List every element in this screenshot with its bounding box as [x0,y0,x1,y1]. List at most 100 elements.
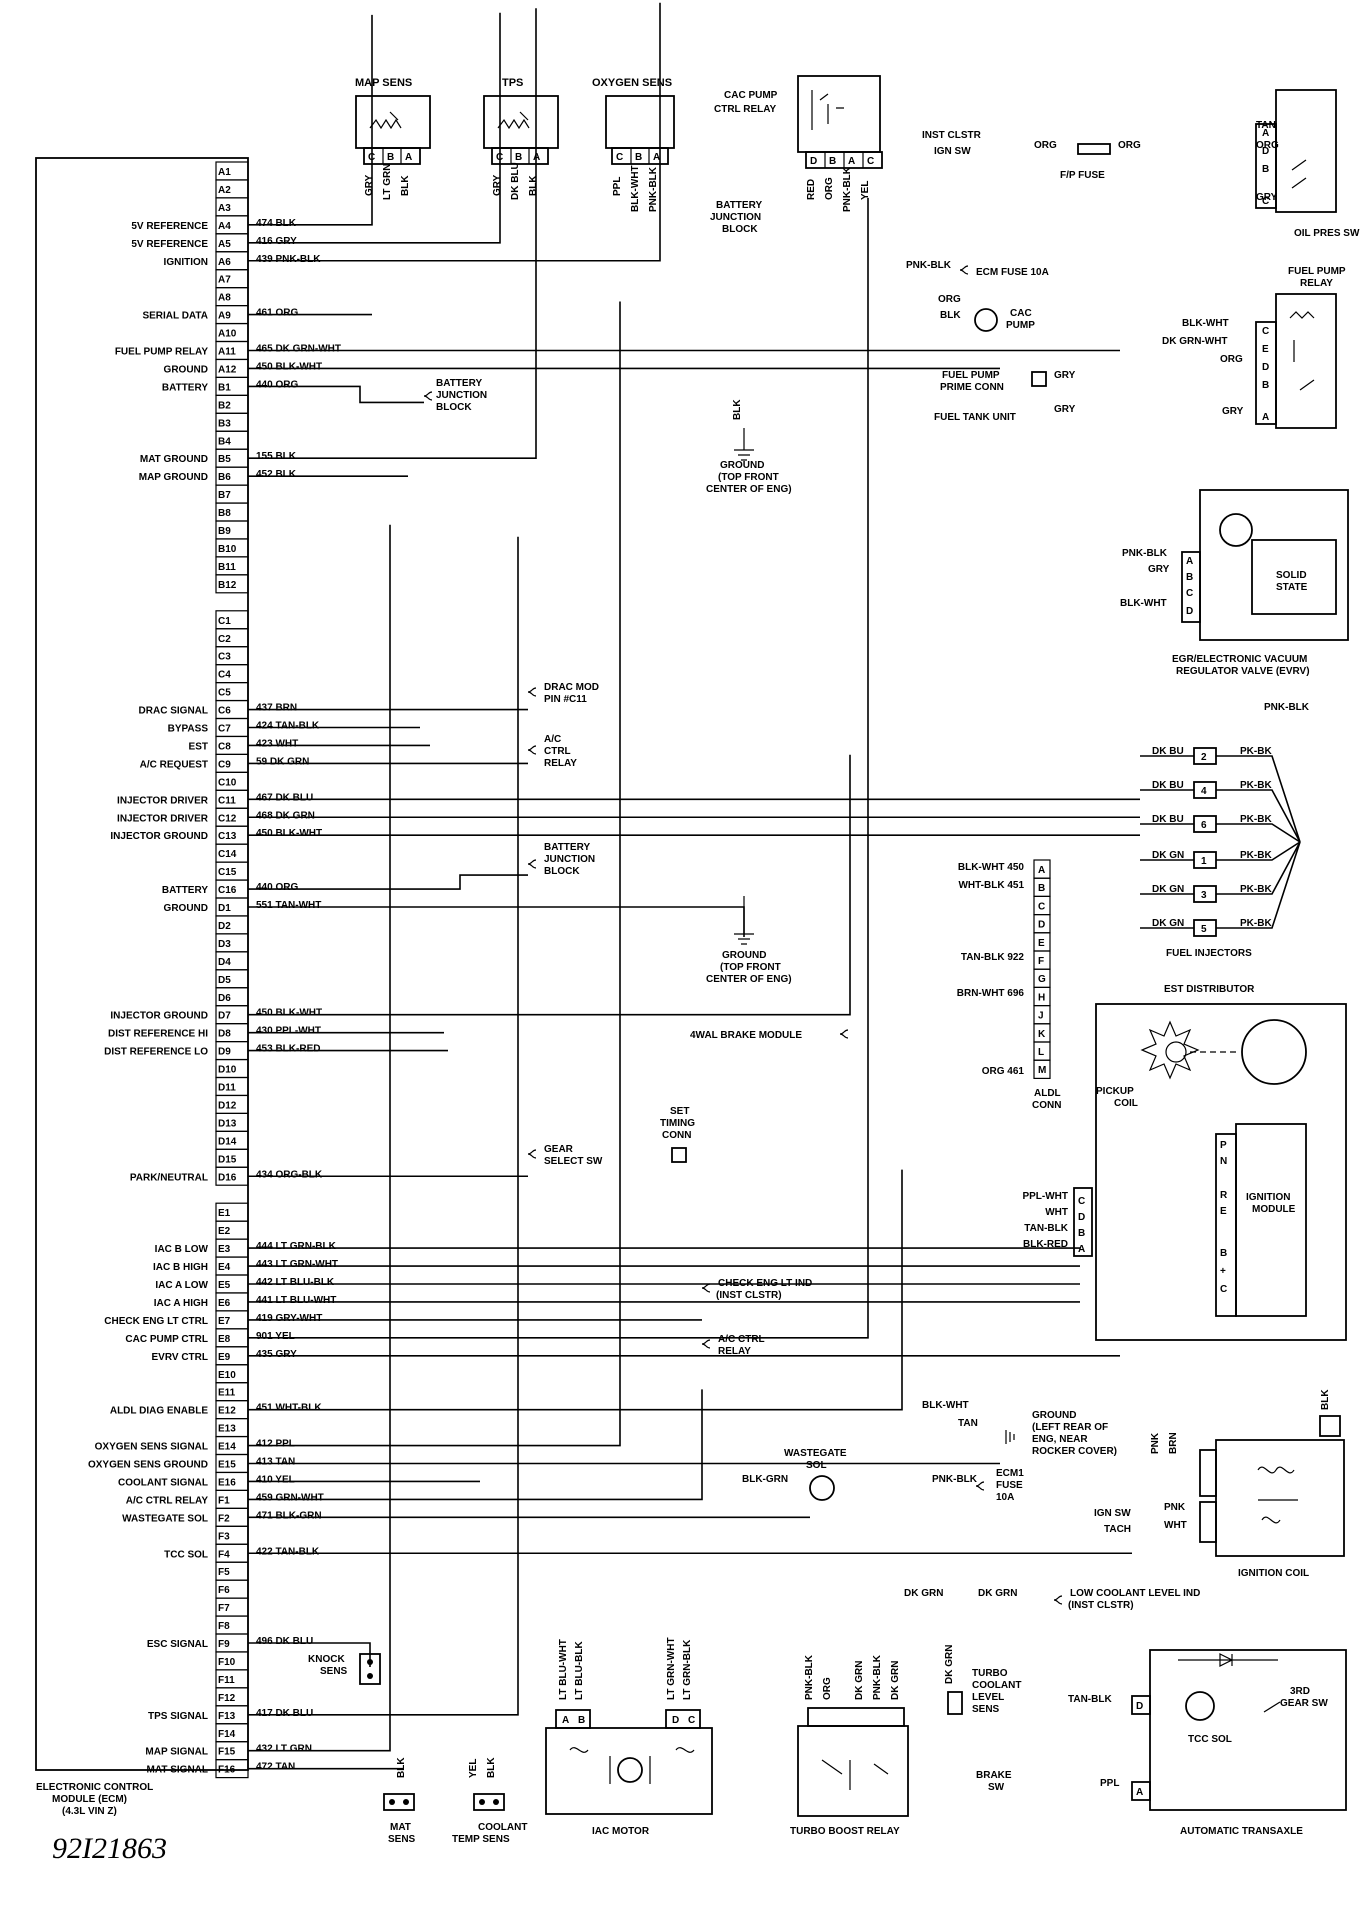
injector-wire-left: DK BU [1152,814,1184,825]
ign-module-pin: P [1220,1140,1227,1151]
svg-text:BLK-WHT: BLK-WHT [922,1400,969,1411]
ecm-wire-label: 424 TAN-BLK [256,721,320,732]
svg-text:PICKUP: PICKUP [1096,1086,1134,1097]
svg-text:LT GRN-WHT: LT GRN-WHT [666,1637,677,1700]
ecm-wire-label: 435 GRY [256,1349,297,1360]
ecm-function-label: GROUND [164,364,208,375]
svg-text:BLK-GRN: BLK-GRN [742,1474,788,1485]
ecm-wire-label: 417 DK BLU [256,1708,313,1719]
ecm-function-label: A/C CTRL RELAY [126,1495,209,1506]
ecm-wire-label: 423 WHT [256,738,298,749]
ecm-pin: C2 [218,634,231,645]
aldl-pin: G [1038,974,1046,985]
ecm-pin: D6 [218,993,231,1004]
aldl-wire-label: TAN-BLK 922 [961,952,1025,963]
ecm-pin: E8 [218,1334,231,1345]
injector-wire-right: PK-BK [1240,850,1272,861]
ecm-pin: F16 [218,1765,236,1776]
svg-text:RED: RED [806,179,817,200]
ecm-pin: F7 [218,1603,230,1614]
aldl-wire-label: BLK-WHT 450 [958,862,1025,873]
ecm-pin: C10 [218,777,237,788]
svg-text:BLK: BLK [486,1757,497,1778]
ecm-function-label: IAC A LOW [155,1280,208,1291]
svg-text:KNOCK: KNOCK [308,1654,345,1665]
svg-text:D: D [1136,1701,1143,1712]
battery-junction-block-cac: BATTERY JUNCTION BLOCK [710,200,762,235]
ecm-function-label: COOLANT SIGNAL [118,1477,208,1488]
svg-text:PNK: PNK [1164,1502,1186,1513]
svg-text:DK GRN-WHT: DK GRN-WHT [1162,336,1228,347]
wires [248,2,1140,1770]
svg-text:(TOP FRONT: (TOP FRONT [720,962,781,973]
ecm-pin: B5 [218,454,231,465]
svg-text:TACH: TACH [1104,1524,1131,1535]
svg-text:C: C [1262,326,1269,337]
svg-text:GRY: GRY [1054,404,1076,415]
svg-text:WASTEGATE: WASTEGATE [784,1448,847,1459]
svg-text:FUSE: FUSE [996,1480,1023,1491]
injector-wire-left: DK GN [1152,918,1184,929]
ecm-function-label: IAC B HIGH [153,1262,208,1273]
ecm-pin: C7 [218,724,231,735]
lower-mid-connectors: SET TIMING CONN GEAR SELECT SW CHECK ENG… [527,1106,812,1357]
est-distributor: EST DISTRIBUTOR PICKUP COIL IGNITION MOD… [1073,984,1347,1341]
svg-text:LT GRN: LT GRN [382,164,393,200]
injector-number: 4 [1201,786,1207,797]
ecm-wire-label: 422 TAN-BLK [256,1546,320,1557]
ecm-pin: F1 [218,1495,230,1506]
svg-text:(INST CLSTR): (INST CLSTR) [1068,1600,1134,1611]
svg-text:ECM FUSE 10A: ECM FUSE 10A [976,267,1049,278]
ecm-title: MODULE (ECM) [52,1794,127,1805]
svg-text:F/P FUSE: F/P FUSE [1060,170,1105,181]
ecm-pin: A8 [218,293,231,304]
svg-text:A: A [848,156,855,167]
ecm-pin: D12 [218,1100,237,1111]
ecm-wire-label: 437 BRN [256,703,297,714]
aldl-pin: M [1038,1065,1046,1076]
ecm-function-label: A/C REQUEST [140,759,208,770]
svg-text:PPL: PPL [612,177,623,196]
svg-text:DK GRN: DK GRN [854,1661,865,1700]
svg-text:RELAY: RELAY [718,1346,751,1357]
ecm-pin: F15 [218,1747,236,1758]
ecm-function-label: INJECTOR GROUND [110,1011,208,1022]
svg-text:4WAL BRAKE MODULE: 4WAL BRAKE MODULE [690,1030,802,1041]
ecm-function-label: MAT SIGNAL [147,1765,208,1776]
svg-text:LOW COOLANT LEVEL IND: LOW COOLANT LEVEL IND [1070,1588,1200,1599]
ign-module-pin: C [1078,1196,1085,1207]
ecm-function-label: MAP GROUND [139,472,208,483]
ecm-pin: D11 [218,1083,236,1094]
svg-text:C: C [688,1715,695,1726]
svg-text:DK GRN: DK GRN [944,1645,955,1684]
svg-text:C: C [1262,196,1269,207]
ecm-pin: F2 [218,1513,230,1524]
ecm-pin: E9 [218,1352,231,1363]
svg-text:JUNCTION: JUNCTION [710,212,761,223]
map-sens-label: MAP SENS [355,77,412,89]
ecm-pin: A7 [218,275,231,286]
ecm-pin: B8 [218,508,231,519]
ecm-wire-label: 440 ORG [256,379,298,390]
ecm-wire-label: 59 DK GRN [256,756,309,767]
ecm-pin: E16 [218,1477,236,1488]
svg-text:REGULATOR VALVE (EVRV): REGULATOR VALVE (EVRV) [1176,666,1310,677]
ecm-module: A1A2A3A4A5A6A7A8A9A10A11A12B1B2B3B4B5B6B… [35,157,341,1817]
ecm-pin: A5 [218,239,231,250]
svg-text:WHT: WHT [1164,1520,1187,1531]
egr-evrv: SOLID STATE A B C D PNK-BLK GRY BLK-WHT … [1120,489,1349,677]
ecm-pin: E4 [218,1262,231,1273]
ecm-function-label: OXYGEN SENS SIGNAL [95,1442,208,1453]
svg-text:JUNCTION: JUNCTION [544,854,595,865]
aldl-pin: E [1038,938,1045,949]
svg-text:BLK: BLK [400,175,411,196]
ecm-pin: C6 [218,706,231,717]
ecm-wire-label: 410 YEL [256,1474,295,1485]
svg-text:LT BLU-BLK: LT BLU-BLK [574,1641,585,1700]
svg-text:BATTERY: BATTERY [716,200,762,211]
ecm-pin: F12 [218,1693,236,1704]
ecm-pin: E3 [218,1244,231,1255]
ecm-pin: B3 [218,418,231,429]
ecm-pin: D8 [218,1029,231,1040]
